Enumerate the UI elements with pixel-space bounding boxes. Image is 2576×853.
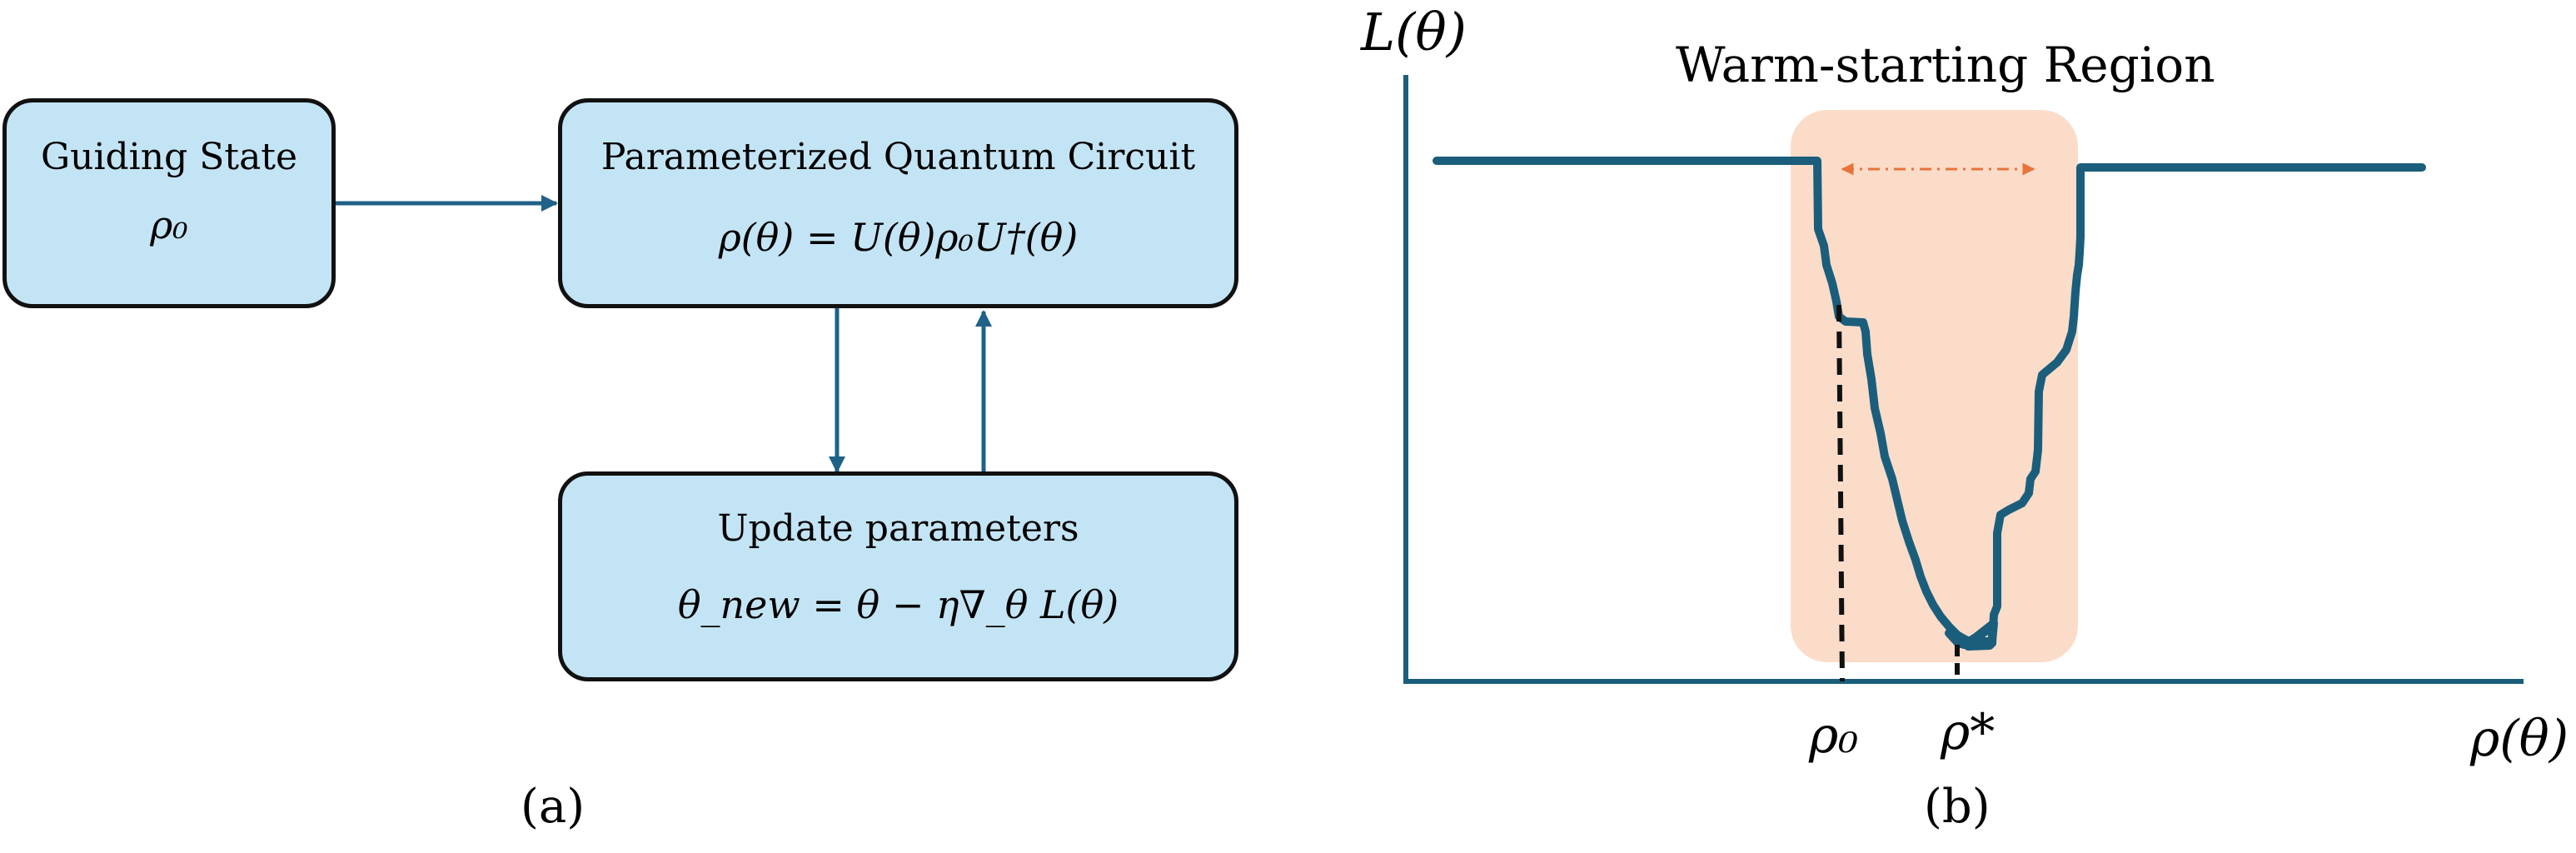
rhostar-label: ρ* (1941, 703, 1996, 761)
circuit-title: Parameterized Quantum Circuit (600, 136, 1196, 178)
update-parameters-box: Update parameters θ_new = θ − η∇_θ L(θ) (558, 471, 1238, 681)
guiding-state-formula: ρ₀ (150, 202, 188, 247)
circuit-formula: ρ(θ) = U(θ)ρ₀U†(θ) (718, 215, 1079, 260)
warm-starting-region (1791, 110, 2078, 662)
guiding-state-box: Guiding State ρ₀ (2, 98, 336, 308)
y-axis-label: L(θ) (1361, 2, 1467, 62)
update-formula: θ_new = θ − η∇_θ L(θ) (677, 582, 1119, 627)
update-title: Update parameters (717, 507, 1079, 550)
warm-starting-region-label: Warm-starting Region (1676, 37, 2215, 93)
x-axis-label: ρ(θ) (2470, 710, 2569, 768)
parameterized-circuit-box: Parameterized Quantum Circuit ρ(θ) = U(θ… (558, 98, 1238, 308)
rho0-label: ρ₀ (1809, 706, 1859, 765)
rho0-dashed-line (1836, 304, 1845, 682)
caption-b: (b) (1924, 780, 1991, 834)
caption-a: (a) (521, 780, 585, 834)
guiding-state-title: Guiding State (40, 136, 298, 178)
loss-curve-right (1949, 163, 2426, 648)
